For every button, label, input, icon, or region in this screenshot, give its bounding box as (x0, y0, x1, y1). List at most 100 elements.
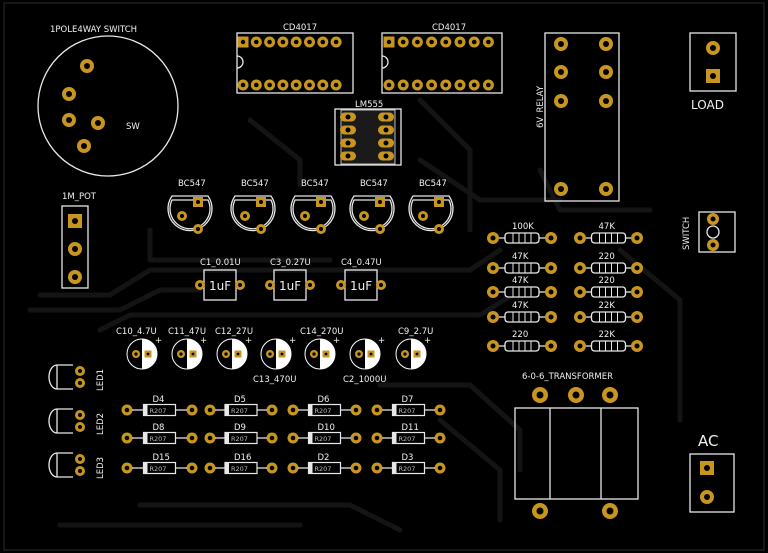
resistor-label: 22K (599, 330, 616, 340)
electrolytic-capacitor: + C2_1000U (343, 336, 386, 385)
cd4017-a-label: CD4017 (283, 23, 317, 33)
capacitor-label: C11_47U (168, 327, 206, 337)
plus-sign: + (378, 336, 385, 346)
switch-title: 1POLE4WAY SWITCH (50, 25, 137, 35)
resistor: 47K (487, 252, 557, 274)
transistor-bc547: BC547 (167, 179, 213, 234)
bc547-label: BC547 (301, 179, 329, 189)
diode-label: D4 (153, 395, 165, 405)
electrolytic-capacitors: +C10_4.7U+C11_47U+C12_27U+C13_470U+C14_2… (116, 327, 433, 385)
diode-label: D3 (402, 453, 414, 463)
resistor-label: 47K (512, 252, 529, 262)
resistor: 100K (487, 222, 557, 244)
resistor-label: 22K (599, 301, 616, 311)
resistor-label: 47K (512, 276, 529, 286)
switch-connector: SWITCH (682, 211, 736, 253)
bc547-label: BC547 (178, 179, 206, 189)
cd4017-b-label: CD4017 (432, 23, 466, 33)
potentiometer: 1M_POT (61, 192, 97, 289)
ceramic-capacitor: C4_0.47U 1uF (336, 258, 386, 301)
capacitor-name-label: C4_0.47U (341, 258, 382, 268)
diode-body-label: R207 (231, 407, 248, 415)
plus-sign: + (424, 336, 431, 346)
capacitor-value-label: 1uF (209, 279, 231, 293)
diode-label: D8 (153, 423, 165, 433)
ac-connector: AC (689, 432, 735, 513)
led: LED3 (48, 452, 106, 479)
resistor: 47K (574, 222, 643, 244)
capacitor-label: C13_470U (253, 375, 296, 385)
resistor: 220 (487, 330, 557, 352)
load-connector: LOAD (689, 32, 737, 112)
diode-label: D10 (318, 423, 335, 433)
resistor-label: 220 (599, 276, 615, 286)
ic-cd4017-a: CD4017 (236, 23, 354, 94)
diode-label: D16 (234, 453, 251, 463)
capacitor-label: C10_4.7U (116, 327, 157, 337)
capacitor-name-label: C1_0.01U (200, 258, 241, 268)
plus-sign: + (333, 336, 340, 346)
diode-body-label: R207 (315, 435, 332, 443)
plus-sign: + (245, 336, 252, 346)
resistor: 220 (574, 276, 643, 298)
copper-traces (27, 97, 683, 533)
transistor-bc547: BC547 (290, 179, 336, 234)
bc547-label: BC547 (419, 179, 447, 189)
resistor: 47K (487, 301, 557, 323)
electrolytic-capacitor: +C12_27U (215, 327, 253, 370)
capacitor-value-label: 1uF (279, 279, 301, 293)
led-label: LED3 (96, 457, 106, 479)
electrolytic-capacitor: +C11_47U (168, 327, 207, 370)
plus-sign: + (200, 336, 207, 346)
led: LED1 (48, 364, 106, 391)
resistor-label: 100K (512, 222, 534, 232)
diode-label: D6 (318, 395, 330, 405)
electrolytic-capacitor: +C14_270U (300, 327, 343, 370)
diode-label: D5 (234, 395, 246, 405)
capacitor-label: C2_1000U (343, 375, 386, 385)
switch-sw-label: SW (126, 122, 140, 132)
resistor-label: 47K (512, 301, 529, 311)
capacitor-value-label: 1uF (350, 279, 372, 293)
resistor: 22K (574, 301, 643, 323)
plus-sign: + (289, 336, 296, 346)
diode-label: D7 (402, 395, 414, 405)
ic-lm555: LM555 (334, 100, 402, 166)
electrolytic-capacitor: +C9_2.7U (395, 327, 433, 370)
diode-body-label: R207 (399, 435, 416, 443)
diode-label: D2 (318, 453, 330, 463)
diode-label: D9 (234, 423, 246, 433)
transistor-bc547: BC547 (230, 179, 276, 234)
resistor-label: 47K (599, 222, 616, 232)
diodes: D4R207D5R207D6R207D7R207D8R207D9R207D10R… (121, 395, 446, 475)
diode-body-label: R207 (315, 407, 332, 415)
relay-6v: 6V_RELAY (536, 32, 620, 202)
ac-label: AC (698, 432, 718, 450)
diode-body-label: R207 (399, 465, 416, 473)
ic-cd4017-b: CD4017 (381, 23, 503, 94)
capacitor-label: C12_27U (215, 327, 253, 337)
resistor: 47K (487, 276, 557, 298)
transistor-bc547: BC547 (408, 179, 454, 234)
resistor-label: 220 (512, 330, 528, 340)
diode-body-label: R207 (150, 435, 167, 443)
resistor-label: 220 (599, 252, 615, 262)
relay-label: 6V_RELAY (536, 85, 546, 128)
electrolytic-capacitor: +C10_4.7U (116, 327, 162, 370)
diode-body-label: R207 (150, 465, 167, 473)
pot-label: 1M_POT (62, 192, 97, 202)
